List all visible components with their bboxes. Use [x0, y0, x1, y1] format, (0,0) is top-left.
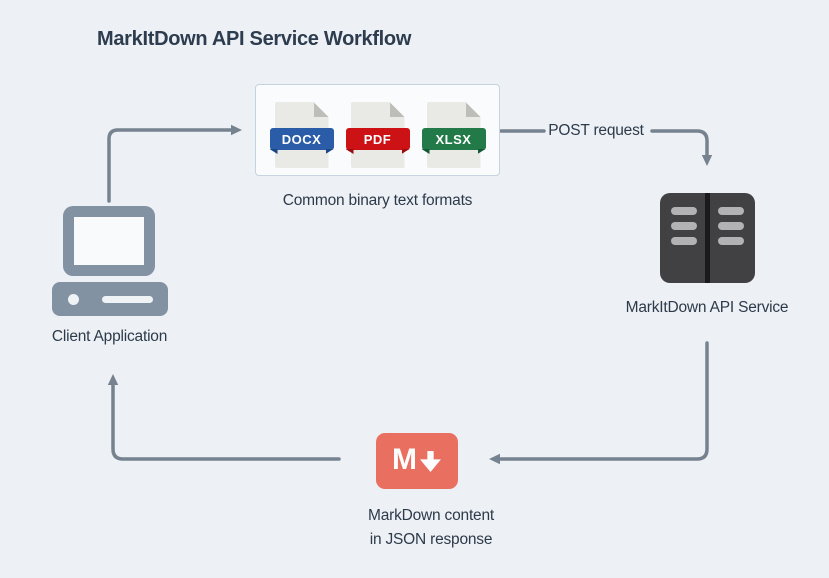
markdown-letter: M	[392, 442, 417, 476]
server-slot-bar	[670, 237, 697, 245]
post-request-label: POST request	[548, 122, 644, 139]
pdf-badge: PDF	[345, 128, 410, 150]
server-label: MarkItDown API Service	[625, 299, 789, 316]
docx-file-icon: DOCX	[269, 102, 334, 170]
computer-base-icon	[52, 282, 168, 316]
docx-badge: DOCX	[269, 128, 334, 150]
page-title: MarkItDown API Service Workflow	[97, 28, 412, 50]
server-slot-bar	[718, 237, 745, 245]
page-fold-corner	[465, 102, 481, 117]
server-icon	[660, 193, 755, 283]
page-fold-corner	[389, 102, 405, 117]
markdown-icon: M	[376, 433, 458, 489]
xlsx-file-icon: XLSX	[421, 102, 486, 170]
monitor-icon	[63, 206, 155, 276]
power-dot	[68, 294, 79, 305]
xlsx-badge: XLSX	[421, 128, 486, 150]
server-right-unit	[708, 193, 756, 283]
formats-box: DOCX PDF XLSX	[255, 84, 500, 176]
server-divider	[705, 193, 710, 283]
markdown-caption: MarkDown content in JSON response	[331, 504, 531, 551]
pdf-file-icon: PDF	[345, 102, 410, 170]
disk-slot	[102, 296, 153, 303]
markdown-caption-line2: in JSON response	[369, 530, 493, 548]
page-fold-corner	[313, 102, 329, 117]
server-slot-bar	[670, 207, 697, 215]
server-slot-bar	[670, 222, 697, 230]
client-label: Client Application	[51, 328, 168, 345]
server-slot-bar	[718, 222, 745, 230]
arrow-markdown-to-client	[107, 374, 341, 461]
down-arrow-icon	[420, 450, 441, 472]
arrow-server-to-markdown	[489, 341, 709, 465]
server-slot-bar	[718, 207, 745, 215]
client-computer-icon	[52, 206, 168, 316]
formats-box-caption: Common binary text formats	[282, 192, 473, 209]
arrow-client-to-formats	[107, 124, 242, 203]
server-left-unit	[660, 193, 708, 283]
markdown-caption-line1: MarkDown content	[367, 507, 495, 524]
